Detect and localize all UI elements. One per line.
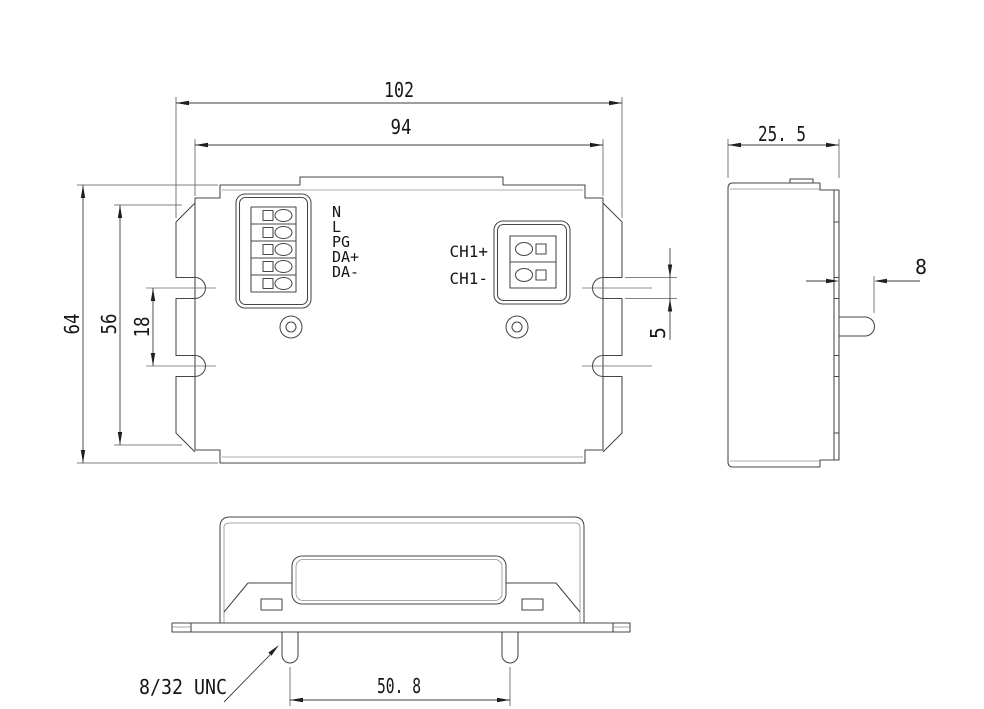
terminal-block-outer [493, 220, 571, 305]
terminal-block-inner [238, 196, 309, 306]
leader-line-thread [223, 654, 271, 703]
bottom-inner-walls [223, 582, 581, 613]
mounting-stud-right [501, 632, 519, 664]
ext-line-56 [114, 204, 182, 446]
terminal-strip [250, 206, 297, 293]
terminal-label-ch1-plus: CH1+ [449, 242, 488, 261]
terminal-label-da-minus: DA- [332, 263, 359, 281]
input-terminal-block [235, 193, 312, 309]
terminal-contacts [262, 208, 293, 291]
side-view: 25. 5 8 [727, 122, 927, 468]
dim-slot-spacing-label: 18 [130, 317, 154, 338]
left-mounting-ear [175, 202, 206, 453]
output-terminal-labels: CH1+ CH1- [449, 242, 488, 288]
ext-line-50-8 [289, 667, 511, 706]
side-lid-bump [789, 178, 814, 183]
terminal-label-ch1-minus: CH1- [449, 269, 488, 288]
lid-recess-inner [295, 559, 503, 601]
terminal-label-pg: PG [332, 233, 350, 251]
ext-line-64 [77, 184, 218, 464]
terminal-label-l: L [332, 218, 341, 236]
bottom-case-outline [219, 516, 585, 623]
ext-line-5 [625, 277, 677, 299]
dim-overall-width-label: 102 [384, 78, 414, 102]
dim-stud-spacing-label: 50. 8 [377, 674, 421, 698]
dim-body-height-label: 56 [97, 314, 121, 335]
case-outline [194, 176, 604, 464]
terminal-contacts [514, 241, 547, 283]
mounting-plate [171, 622, 631, 633]
leader-arrow [268, 645, 279, 656]
dim-body-width-label: 94 [391, 115, 412, 139]
plate-end-joints [190, 623, 614, 632]
dim-arrow [667, 264, 673, 312]
dim-arrow [728, 142, 839, 148]
vent-slot-left [260, 598, 283, 611]
side-mounting-stud [839, 316, 876, 337]
thread-spec-label: 8/32 UNC [139, 675, 227, 699]
side-dimensions: 25. 5 8 [727, 122, 927, 313]
right-mounting-ear [592, 202, 623, 453]
output-screw-hole [505, 315, 529, 339]
input-terminal-labels: N L PG DA+ DA- [332, 203, 359, 281]
ext-line-25-5 [727, 139, 840, 178]
dim-overall-height-label: 64 [60, 314, 84, 335]
lid-recess-outer [291, 555, 507, 605]
output-terminal-block [493, 220, 571, 305]
dim-depth-label: 25. 5 [758, 122, 806, 146]
side-slot-ticks [834, 221, 839, 434]
terminal-block-inner [496, 223, 568, 302]
input-screw-hole [279, 315, 303, 339]
dim-slot-width-label: 5 [646, 327, 670, 339]
dim-stud-length-label: 8 [915, 255, 927, 279]
terminal-label-da-plus: DA+ [332, 248, 359, 266]
ext-line-102 [175, 97, 623, 218]
bottom-dimensions: 50. 8 8/32 UNC [139, 645, 511, 706]
bottom-view: 50. 8 8/32 UNC [139, 516, 631, 706]
dim-arrow [826, 278, 887, 284]
vent-slot-right [521, 598, 544, 611]
terminal-label-n: N [332, 203, 341, 221]
front-dimensions: 102 94 64 56 18 5 [60, 78, 677, 464]
bottom-case-inner [223, 522, 581, 623]
mounting-stud-left [281, 632, 299, 664]
ext-line-94 [194, 139, 604, 196]
front-view: N L PG DA+ DA- CH1+ CH1- [60, 78, 677, 464]
terminal-block-outer [235, 193, 312, 309]
terminal-row-dividers [251, 223, 296, 276]
side-body-outline [727, 182, 840, 468]
